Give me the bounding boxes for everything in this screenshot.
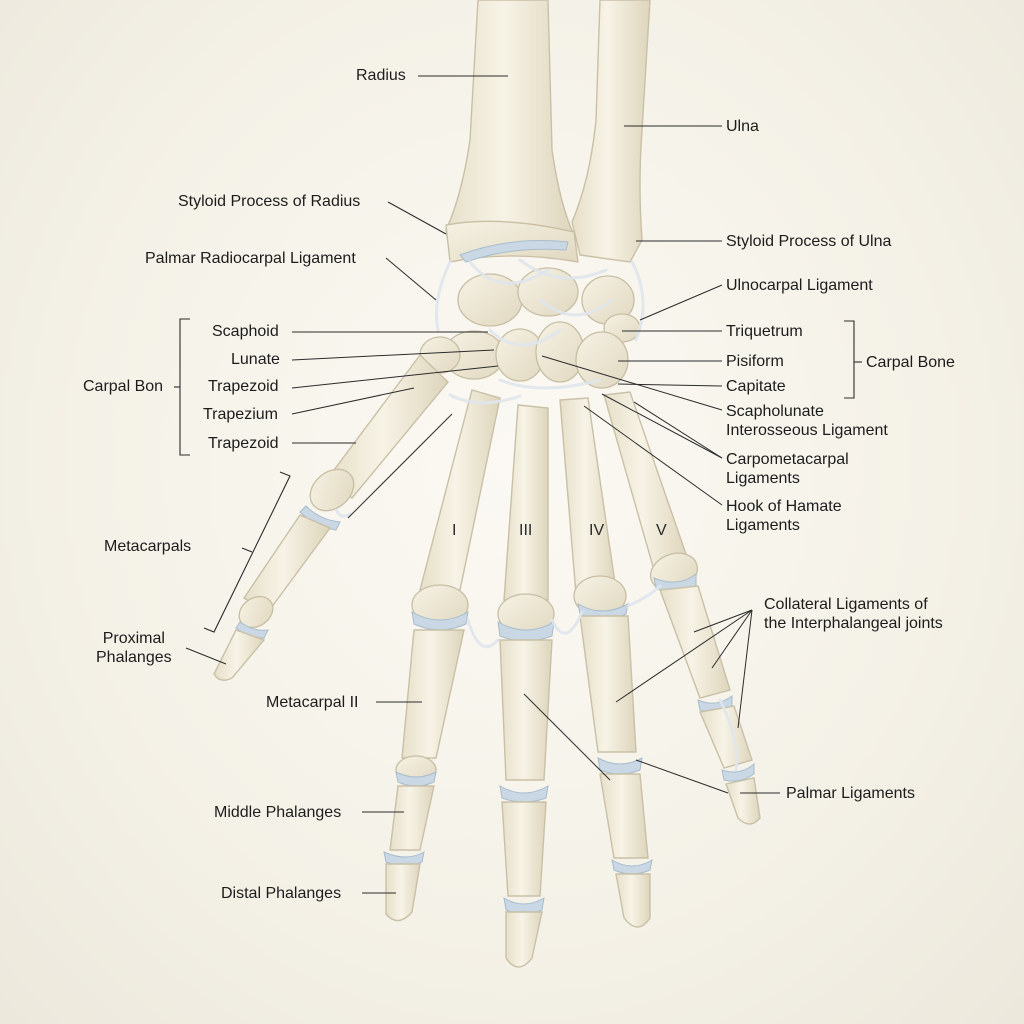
label-collateral-ligaments: Collateral Ligaments of the Interphalang… xyxy=(764,596,943,632)
numeral-iv: IV xyxy=(589,522,605,539)
label-palmar-radiocarpal-ligament: Palmar Radiocarpal Ligament xyxy=(145,250,356,267)
label-trapezium: Trapezium xyxy=(203,406,278,423)
thumb-metacarpal xyxy=(327,353,449,499)
label-carpal-bones-left: Carpal Bon xyxy=(83,378,164,395)
radius-bone xyxy=(445,0,575,256)
label-capitate: Capitate xyxy=(726,378,786,395)
numeral-iii: III xyxy=(519,522,533,539)
label-proximal-phalanges: Proximal Phalanges xyxy=(96,630,172,666)
label-ulna: Ulna xyxy=(726,118,759,135)
carpal-bones xyxy=(419,267,641,389)
thumb xyxy=(213,353,449,681)
brackets xyxy=(174,318,862,633)
finger-iv xyxy=(559,397,653,928)
label-triquetrum: Triquetrum xyxy=(726,323,803,340)
label-trapezoid-lower: Trapezoid xyxy=(208,435,279,452)
label-metacarpal-ii: Metacarpal II xyxy=(266,694,359,711)
lunate-bone xyxy=(517,267,579,317)
finger-iii xyxy=(497,404,555,968)
hamate-bone xyxy=(575,331,629,389)
label-ulnocarpal-ligament: Ulnocarpal Ligament xyxy=(726,277,873,294)
numeral-v: V xyxy=(656,522,667,539)
thumb-distal-phalanx xyxy=(213,629,266,681)
label-radius: Radius xyxy=(356,67,406,84)
radius-articular-cartilage xyxy=(459,240,569,263)
label-lunate: Lunate xyxy=(231,351,280,368)
label-scapholunate-ligament: Scapholunate Interosseous Ligament xyxy=(726,403,888,439)
ulna-bone xyxy=(571,0,651,263)
ligaments xyxy=(334,258,739,772)
leader-lines xyxy=(185,75,780,894)
label-metacarpals: Metacarpals xyxy=(104,538,192,555)
label-palmar-ligaments: Palmar Ligaments xyxy=(786,785,915,802)
label-distal-phalanges: Distal Phalanges xyxy=(221,885,342,902)
label-carpal-bones-right: Carpal Bone xyxy=(866,354,955,371)
finger-ii xyxy=(383,389,501,922)
label-carpometacarpal-ligaments: Carpometacarpal Ligaments xyxy=(726,451,849,487)
label-middle-phalanges: Middle Phalanges xyxy=(214,804,342,821)
label-styloid-process-radius: Styloid Process of Radius xyxy=(178,193,361,210)
label-pisiform: Pisiform xyxy=(726,353,784,370)
label-trapezoid-upper: Trapezoid xyxy=(208,378,279,395)
label-styloid-process-ulna: Styloid Process of Ulna xyxy=(726,233,892,250)
label-hook-of-hamate-ligaments: Hook of Hamate Ligaments xyxy=(726,498,842,534)
numeral-i: I xyxy=(452,522,457,539)
label-scaphoid: Scaphoid xyxy=(212,323,279,340)
